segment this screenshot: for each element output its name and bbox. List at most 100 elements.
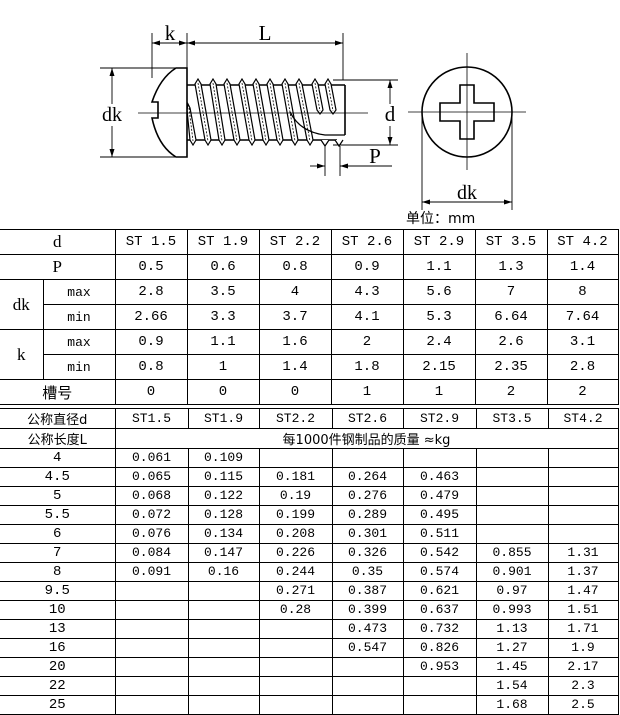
mass-cell: 0.128 xyxy=(187,505,260,525)
mass-cell: 0.147 xyxy=(187,543,260,563)
mass-cell: 0.35 xyxy=(331,562,404,582)
mass-cell xyxy=(258,448,333,468)
mass-cell xyxy=(475,448,549,468)
mass-cell: 0.084 xyxy=(114,543,189,563)
mass-cell: 0.115 xyxy=(187,467,260,487)
mass-cell: 1.27 xyxy=(475,638,549,658)
size-header: ST 2.6 xyxy=(330,229,404,255)
table-cell: 1.8 xyxy=(330,354,404,380)
mass-cell xyxy=(331,695,404,715)
mass-cell: 0.244 xyxy=(258,562,333,582)
table-cell: 0.8 xyxy=(114,354,188,380)
table-row: 16 0.547 0.826 1.27 1.9 xyxy=(0,638,619,658)
mass-cell: 0.732 xyxy=(402,619,477,639)
mass-cell xyxy=(187,638,260,658)
length-cell: 5 xyxy=(0,486,116,506)
mass-cell xyxy=(187,676,260,696)
table-row: 7 0.084 0.147 0.226 0.326 0.542 0.855 1.… xyxy=(0,543,619,563)
label-d: d xyxy=(385,102,396,126)
row-sublabel-min: min xyxy=(42,304,116,330)
mass-cell: 0.621 xyxy=(402,581,477,601)
table-row: 4 0.061 0.109 xyxy=(0,448,619,468)
mass-cell: 0.264 xyxy=(331,467,404,487)
table-cell: 2.6 xyxy=(474,329,548,355)
table-row: 25 1.68 2.5 xyxy=(0,695,619,715)
mass-cell xyxy=(114,600,189,620)
label-dk-end: dk xyxy=(457,182,477,204)
mass-cell: 0.208 xyxy=(258,524,333,544)
mass-cell: 1.54 xyxy=(475,676,549,696)
table-cell: 0 xyxy=(114,379,188,405)
mass-cell xyxy=(547,505,619,525)
mass-cell: 1.71 xyxy=(547,619,619,639)
table-cell: 1 xyxy=(402,379,476,405)
screw-end-view xyxy=(408,53,526,210)
length-cell: 7 xyxy=(0,543,116,563)
label-L: L xyxy=(259,21,272,45)
mass-cell: 0.276 xyxy=(331,486,404,506)
mass-cell: 0.387 xyxy=(331,581,404,601)
table-cell: 1.4 xyxy=(258,354,332,380)
size-header: ST2.2 xyxy=(258,408,333,429)
mass-cell: 0.289 xyxy=(331,505,404,525)
mass-cell: 1.68 xyxy=(475,695,549,715)
mass-cell xyxy=(475,486,549,506)
screw-tip xyxy=(289,111,345,136)
mass-cell: 0.637 xyxy=(402,600,477,620)
mass-caption: 每1000件钢制品的质量 ≈kg xyxy=(114,428,619,449)
table-row-dk-min: min 2.66 3.3 3.7 4.1 5.3 6.64 7.64 xyxy=(0,304,619,330)
mass-cell: 0.473 xyxy=(331,619,404,639)
table-cell: 2.4 xyxy=(402,329,476,355)
mass-cell xyxy=(114,619,189,639)
table-cell: 4.1 xyxy=(330,304,404,330)
nominal-diameter-label: 公称直径d xyxy=(0,408,116,429)
mass-cell xyxy=(475,467,549,487)
size-header: ST 1.9 xyxy=(186,229,260,255)
table-cell: 0 xyxy=(258,379,332,405)
table-cell: 2.8 xyxy=(114,279,188,305)
table-row: 22 1.54 2.3 xyxy=(0,676,619,696)
mass-cell xyxy=(187,581,260,601)
table-row-k-min: min 0.8 1 1.4 1.8 2.15 2.35 2.8 xyxy=(0,354,619,380)
table-cell: 7.64 xyxy=(546,304,619,330)
mass-cell: 0.326 xyxy=(331,543,404,563)
mass-cell: 0.134 xyxy=(187,524,260,544)
mass-cell: 0.065 xyxy=(114,467,189,487)
mass-cell: 0.953 xyxy=(402,657,477,677)
table-row-k-max: k max 0.9 1.1 1.6 2 2.4 2.6 3.1 xyxy=(0,329,619,380)
mass-cell: 0.542 xyxy=(402,543,477,563)
unit-label: 单位：mm xyxy=(406,211,476,227)
table-cell: 1.6 xyxy=(258,329,332,355)
mass-cell: 0.826 xyxy=(402,638,477,658)
mass-cell: 0.901 xyxy=(475,562,549,582)
mass-cell xyxy=(331,448,404,468)
table-cell: 1.3 xyxy=(474,254,548,280)
mass-cell xyxy=(547,486,619,506)
table-cell: 1.1 xyxy=(402,254,476,280)
table-row-dk-max: dk max 2.8 3.5 4 4.3 5.6 7 8 xyxy=(0,279,619,330)
length-cell: 16 xyxy=(0,638,116,658)
table-cell: 6.64 xyxy=(474,304,548,330)
table-cell: 4.3 xyxy=(330,279,404,305)
length-cell: 8 xyxy=(0,562,116,582)
mass-table: 公称直径d ST1.5 ST1.9 ST2.2 ST2.6 ST2.9 ST3.… xyxy=(0,408,619,715)
mass-cell: 0.072 xyxy=(114,505,189,525)
table-row: 8 0.091 0.16 0.244 0.35 0.574 0.901 1.37 xyxy=(0,562,619,582)
mass-cell: 1.37 xyxy=(547,562,619,582)
label-k: k xyxy=(165,21,176,45)
table-cell: 0.9 xyxy=(330,254,404,280)
table-row: 20 0.953 1.45 2.17 xyxy=(0,657,619,677)
mass-cell xyxy=(187,695,260,715)
mass-cell xyxy=(258,619,333,639)
label-P: P xyxy=(369,144,381,168)
mass-cell xyxy=(114,581,189,601)
table-cell: 2.66 xyxy=(114,304,188,330)
length-cell: 10 xyxy=(0,600,116,620)
table-cell: 0.9 xyxy=(114,329,188,355)
row-sublabel-max: max xyxy=(42,329,116,355)
table-cell: 2.15 xyxy=(402,354,476,380)
table-cell: 3.7 xyxy=(258,304,332,330)
mass-cell xyxy=(114,676,189,696)
nominal-length-label: 公称长度L xyxy=(0,428,116,449)
length-cell: 25 xyxy=(0,695,116,715)
